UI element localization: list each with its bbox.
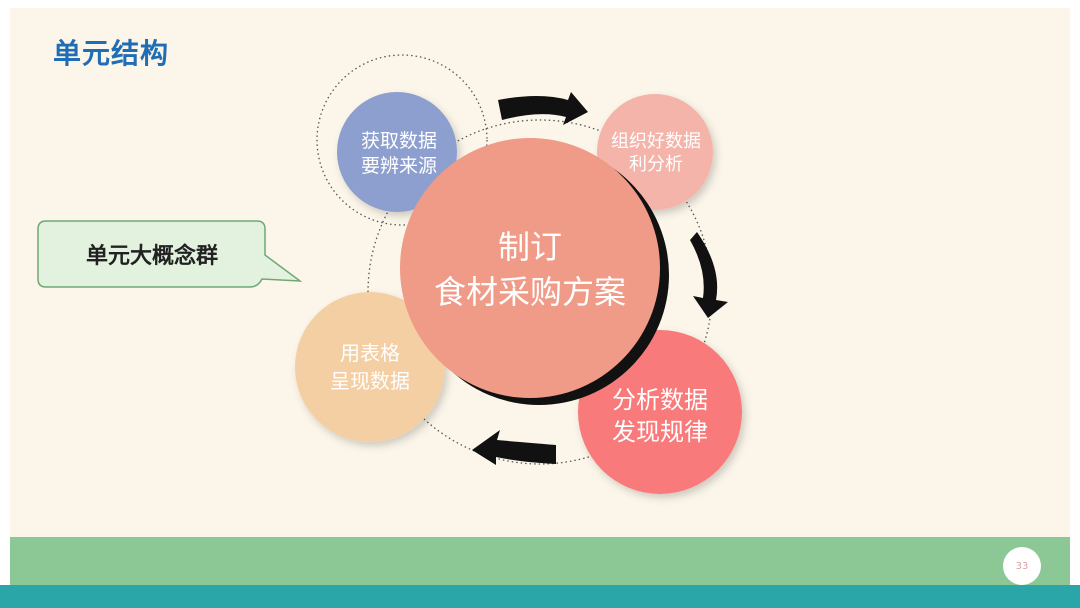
svg-text:用表格: 用表格	[340, 341, 400, 365]
node-get-data: 获取数据 要辨来源	[337, 92, 457, 212]
svg-text:发现规律: 发现规律	[612, 418, 708, 446]
arrow-bottom-icon	[472, 430, 556, 465]
callout-bubble: 单元大概念群	[37, 220, 303, 288]
node-present-table: 用表格 呈现数据	[295, 292, 445, 442]
callout-label: 单元大概念群	[86, 243, 218, 269]
footer-band-teal	[0, 585, 1080, 608]
svg-text:呈现数据: 呈现数据	[330, 369, 410, 393]
dotted-ring-small	[316, 54, 488, 226]
center-node: 制订 食材采购方案	[400, 138, 669, 405]
arrow-top-icon	[498, 92, 588, 125]
page-number: 33	[1003, 547, 1041, 585]
page-title: 单元结构	[53, 37, 170, 70]
svg-text:制订: 制订	[498, 228, 562, 266]
arrow-right-icon	[690, 232, 728, 318]
svg-text:获取数据: 获取数据	[361, 130, 437, 152]
svg-text:分析数据: 分析数据	[612, 386, 708, 414]
footer-band-green	[10, 537, 1070, 585]
svg-text:要辨来源: 要辨来源	[361, 155, 437, 177]
svg-text:利分析: 利分析	[629, 154, 683, 175]
svg-text:组织好数据: 组织好数据	[611, 131, 701, 152]
svg-text:食材采购方案: 食材采购方案	[434, 273, 626, 311]
